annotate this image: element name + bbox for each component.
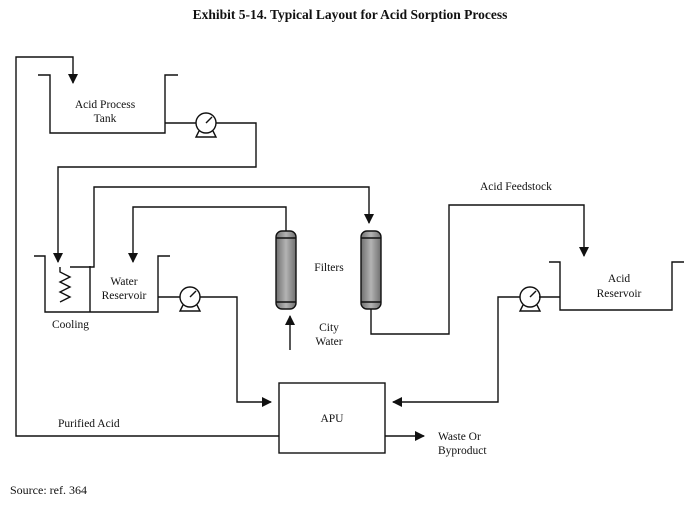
acid-reservoir-label-line2: Reservoir <box>597 288 642 300</box>
filter-column <box>275 230 297 310</box>
cooling-return-line <box>70 186 374 268</box>
diagram-title: Exhibit 5-14. Typical Layout for Acid So… <box>193 7 508 22</box>
water-reservoir: Water Reservoir Cooling <box>34 255 170 331</box>
pump-icon <box>165 112 218 138</box>
acid-reservoir-to-apu-line <box>392 296 520 407</box>
acid-feedstock-line <box>370 204 589 335</box>
city-water-label-line1: City <box>319 322 339 334</box>
acid-reservoir: Acid Reservoir <box>549 261 684 311</box>
acid-process-tank-label-line2: Tank <box>94 113 117 125</box>
acid-process-tank: Acid Process Tank <box>38 74 178 134</box>
waste-label-line1: Waste Or <box>438 431 481 443</box>
apu-unit <box>278 382 386 454</box>
water-reservoir-label-line1: Water <box>110 276 137 288</box>
waste-label-line2: Byproduct <box>438 445 487 457</box>
water-to-apu-line <box>200 296 272 407</box>
acid-feedstock-label: Acid Feedstock <box>480 181 552 193</box>
filters-label: Filters <box>314 262 344 274</box>
acid-process-tank-label-line1: Acid Process <box>75 99 136 111</box>
pump-icon <box>518 286 560 312</box>
source-note: Source: ref. 364 <box>10 483 87 497</box>
cooling-label: Cooling <box>52 319 89 331</box>
cooling-coil-icon <box>58 267 72 303</box>
tank-to-water-reservoir-line <box>53 122 257 263</box>
pump-icon <box>158 286 202 312</box>
apu-label: APU <box>320 413 344 425</box>
acid-reservoir-label-line1: Acid <box>608 273 631 285</box>
purified-acid-line <box>15 56 279 437</box>
purified-acid-label: Purified Acid <box>58 418 120 430</box>
city-water-label-line2: Water <box>315 336 342 348</box>
filter-to-water-reservoir-line <box>128 206 287 263</box>
filter-column <box>360 230 382 310</box>
water-reservoir-label-line2: Reservoir <box>102 290 147 302</box>
